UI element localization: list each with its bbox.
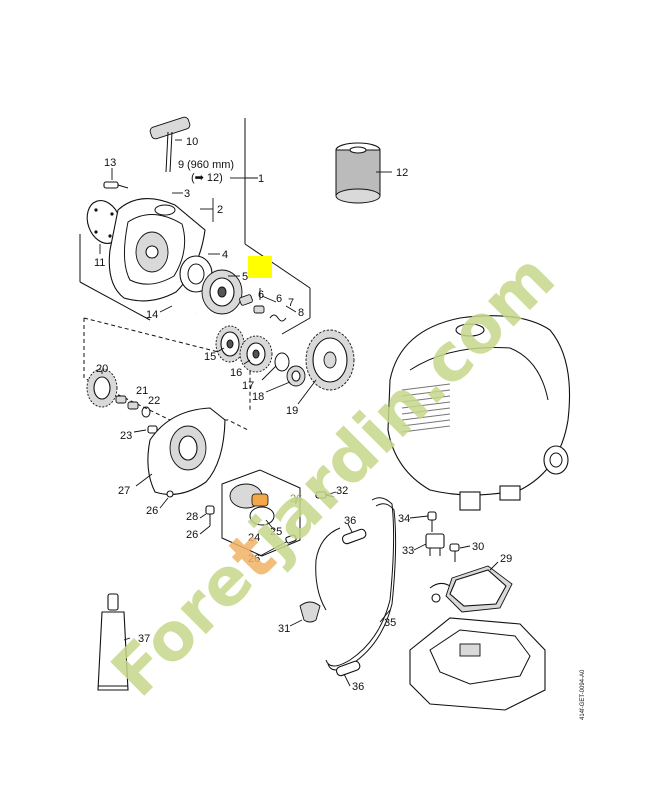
callout-26-d: 26 [248,553,260,565]
callout-24: 24 [248,532,260,544]
callout-37: 37 [138,633,150,645]
callout-29: 29 [500,553,512,565]
assembly-frame-box [221,469,301,557]
callout-26-a: 26 [146,505,158,517]
switch-31 [299,601,321,623]
housing-27 [147,407,226,498]
drawing-code: 414f-GET-0094-A0 [580,669,586,720]
highlight-box [248,256,272,278]
base-tray [409,617,546,711]
callout-21: 21 [136,385,148,397]
callout-36-b: 36 [352,681,364,693]
pawl-21 [115,395,139,410]
ignition-module-29 [429,565,513,613]
callout-15: 15 [204,351,216,363]
callout-3: 3 [184,188,190,200]
grease-tube-37 [97,593,129,691]
o-ring-17 [274,352,290,372]
engine-shroud [387,315,571,511]
callout-1: 1 [258,173,264,185]
callout-9-note: (960 mm) [187,159,234,171]
callout-5: 5 [242,271,248,283]
callout-12: 12 [396,167,408,179]
pawls-6-7-8 [239,294,287,322]
gear-19 [305,329,355,391]
hub-18 [286,365,306,387]
screw-28 [205,505,215,526]
screw-34 [427,511,437,532]
callout-14: 14 [146,309,158,321]
callout-35: 35 [384,617,396,629]
callout-28: 28 [186,511,198,523]
boot-36-lower [335,660,361,677]
callout-2: 2 [217,204,223,216]
callout-33: 33 [402,545,414,557]
callout-36-a: 36 [344,515,356,527]
callout-10: 10 [186,136,198,148]
callout-9: 9 [178,159,184,171]
leader-lines [99,139,499,687]
gear-16 [239,335,273,373]
callout-17: 17 [242,380,254,392]
callout-13: 13 [104,157,116,169]
callout-18: 18 [252,391,264,403]
callout-25: 25 [270,526,282,538]
callout-31: 31 [278,623,290,635]
callout-4: 4 [222,249,228,261]
callout-16: 16 [230,367,242,379]
rope-rotor-5 [201,269,243,315]
callout-27: 27 [118,485,130,497]
callout-23: 23 [120,430,132,442]
callout-32: 32 [336,485,348,497]
ring-gear-20 [86,368,118,408]
washer-22 [141,406,151,418]
callout-9-ref: (➡ 12) [191,172,223,184]
callout-34: 34 [398,513,410,525]
callout-11: 11 [94,257,105,269]
callout-8: 8 [298,307,304,319]
assembly-frame-upper [79,118,311,335]
starter-motor-25 [229,483,275,526]
wire-spool-12 [335,142,381,204]
pin-14 [169,299,197,315]
callout-7: 7 [288,297,294,309]
boot-36-upper [341,528,367,545]
callout-20: 20 [96,363,108,375]
callout-19: 19 [286,405,298,417]
screw-30 [449,543,460,562]
callout-6: 6 [258,289,264,301]
callout-26-b: 26 [186,529,198,541]
callout-30: 30 [472,541,484,553]
starter-handle [149,116,191,173]
screw-26-lower [285,534,297,544]
bracket-33 [425,533,445,556]
callout-labels: 1 2 3 4 5 6 6 7 8 9 (960 mm) (➡ 12) 10 1… [94,136,512,693]
callout-6-b: 6 [276,293,282,305]
callout-22: 22 [148,395,160,407]
callout-26-c: 26 [290,493,302,505]
screw-13 [103,181,129,189]
